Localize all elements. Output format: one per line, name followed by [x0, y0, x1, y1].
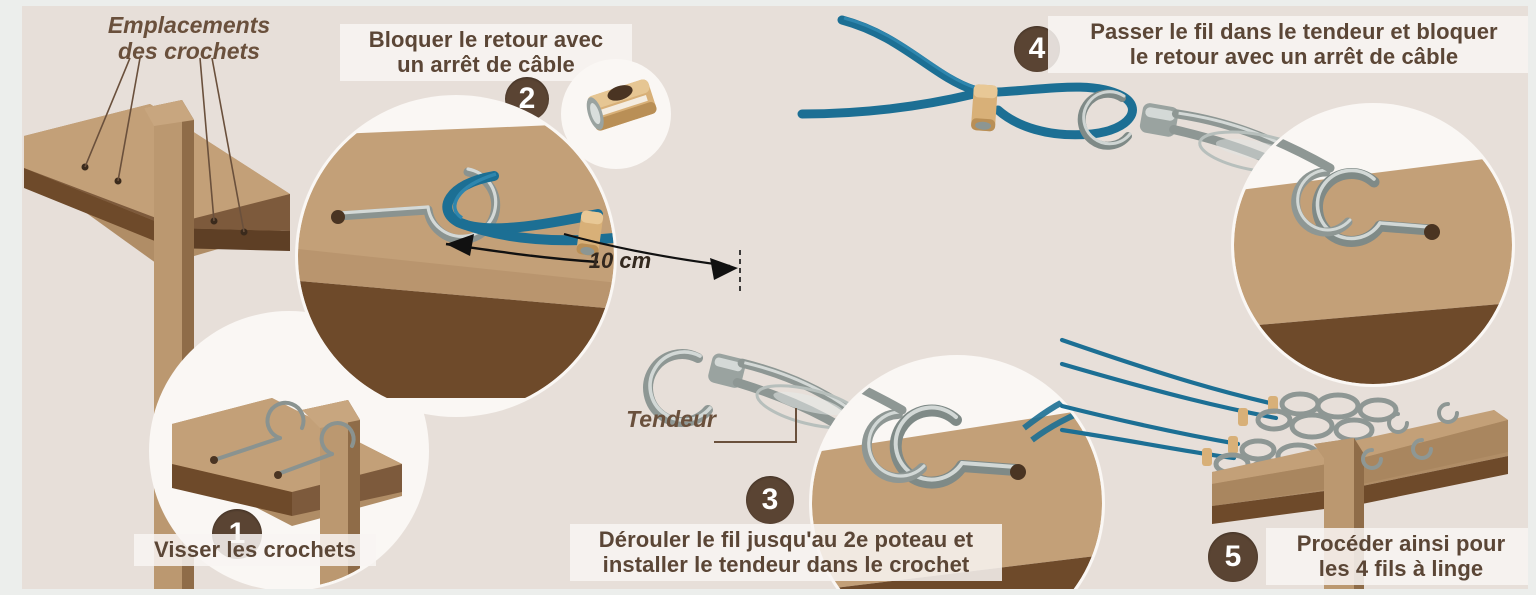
- step-caption-3: Dérouler le fil jusqu'au 2e poteau et in…: [570, 524, 1002, 582]
- label-hook-locations-line1: Emplacements: [107, 12, 271, 38]
- step-caption-2-line2: un arrêt de câble: [397, 52, 575, 78]
- inset-step-2-art: [298, 98, 614, 414]
- inset-step-1: 1: [152, 314, 426, 588]
- label-hook-locations-line2: des crochets: [118, 38, 260, 65]
- label-tendeur: Tendeur: [626, 406, 716, 432]
- step-caption-5: Procéder ainsi pour les 4 fils à linge: [1266, 528, 1528, 586]
- step-caption-2: Bloquer le retour avec un arrêt de câble: [340, 24, 632, 82]
- illustration-panel: Emplacements des crochets: [22, 6, 1528, 589]
- step-caption-4: Passer le fil dans le tendeur et bloquer…: [1048, 16, 1528, 74]
- inset-step-2: [298, 98, 614, 414]
- step-caption-2-line1: Bloquer le retour avec: [368, 27, 604, 52]
- step-caption-1-line1: Visser les crochets: [153, 537, 357, 562]
- cable-stop-icon: [586, 79, 657, 131]
- step-caption-5-line2: les 4 fils à linge: [1318, 556, 1484, 582]
- step-badge-5: 5: [1208, 532, 1258, 582]
- label-dimension-10cm: 10 cm: [588, 248, 652, 273]
- label-hook-locations: Emplacements des crochets: [84, 12, 294, 65]
- step-caption-4-line1: Passer le fil dans le tendeur et bloquer: [1090, 19, 1498, 44]
- inset-step-1-art: [172, 398, 402, 588]
- illustration-step-5-four-lines: [1059, 337, 1508, 589]
- step-badge-3: 3: [746, 476, 794, 524]
- step-caption-1: Visser les crochets: [134, 534, 376, 567]
- inset-step-3-art: [812, 358, 1102, 589]
- step-caption-4-line2: le retour avec un arrêt de câble: [1129, 44, 1459, 70]
- step-caption-3-line1: Dérouler le fil jusqu'au 2e poteau et: [598, 527, 974, 552]
- step-caption-5-line1: Procéder ainsi pour: [1296, 531, 1506, 556]
- inset-cable-stop-detail: [564, 62, 668, 166]
- step-caption-3-line2: installer le tendeur dans le crochet: [602, 552, 970, 578]
- leader-line-tendeur: [714, 408, 797, 443]
- dimension-10cm-arrows: [563, 232, 741, 294]
